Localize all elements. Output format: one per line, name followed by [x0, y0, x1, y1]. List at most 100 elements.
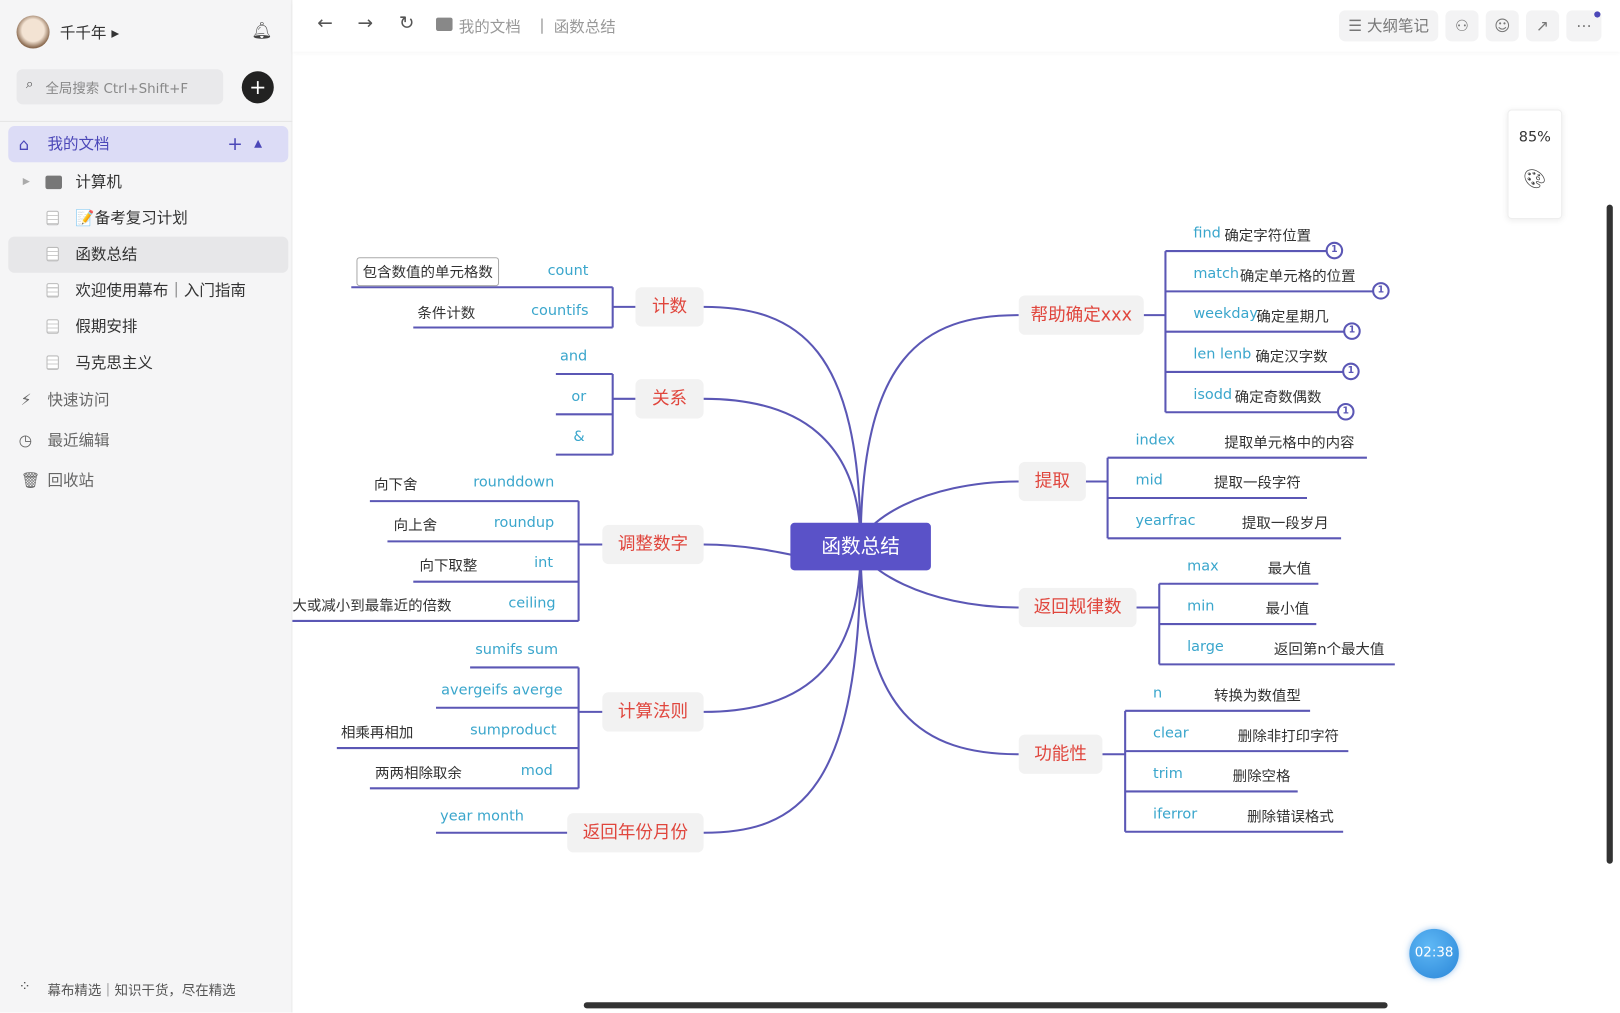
function-keyword[interactable]: count [547, 262, 589, 279]
share-icon[interactable]: ↗ [1526, 10, 1560, 42]
function-keyword[interactable]: len lenb [1193, 346, 1252, 363]
add-icon[interactable]: + [227, 133, 243, 155]
function-description[interactable]: 相乘再相加 [340, 725, 414, 742]
function-description[interactable]: 确定单元格的位置 [1239, 268, 1356, 286]
sidebar-item-quick-access[interactable]: ⚡︎快速访问 [8, 382, 288, 418]
sidebar-doc-item[interactable]: 📝备考复习计划 [8, 200, 288, 236]
function-keyword[interactable]: countifs [531, 302, 589, 320]
function-keyword[interactable]: large [1187, 638, 1224, 656]
function-keyword[interactable]: sumifs sum [475, 641, 559, 659]
branch-node[interactable]: 返回规律数 [1018, 587, 1137, 628]
folder-icon [436, 17, 453, 31]
mindmap-root-node[interactable]: 函数总结 [790, 522, 931, 571]
function-keyword[interactable]: mid [1135, 472, 1163, 489]
new-document-button[interactable]: + [241, 71, 274, 104]
user-name[interactable]: 千千年 ▸ [59, 23, 120, 43]
function-keyword[interactable]: yearfrac [1135, 512, 1196, 529]
function-keyword[interactable]: or [571, 388, 587, 406]
function-description[interactable]: 两两相除取余 [375, 765, 462, 783]
forward-icon[interactable]: → [357, 12, 374, 35]
function-keyword[interactable]: n [1153, 685, 1163, 702]
function-description[interactable]: 提取一段岁月 [1241, 515, 1329, 533]
function-description[interactable]: 大或减小到最靠近的倍数 [292, 598, 452, 615]
sidebar-doc-item[interactable]: 函数总结 [8, 236, 289, 273]
function-description[interactable]: 提取单元格中的内容 [1224, 434, 1355, 452]
function-description[interactable]: 向下取整 [419, 557, 478, 575]
function-keyword[interactable]: match [1193, 265, 1240, 283]
function-keyword[interactable]: rounddown [473, 474, 555, 491]
branch-node[interactable]: 提取 [1018, 461, 1086, 502]
note-count-badge[interactable]: 1 [1336, 402, 1355, 421]
branch-node[interactable]: 关系 [635, 379, 704, 419]
function-keyword[interactable]: isodd [1193, 386, 1233, 403]
function-description[interactable]: 提取一段字符 [1214, 475, 1301, 492]
vertical-scrollbar[interactable] [1606, 204, 1613, 864]
note-count-badge[interactable]: 1 [1325, 241, 1344, 260]
function-description[interactable]: 条件计数 [417, 305, 476, 323]
collaborate-icon[interactable]: ☺ [1485, 10, 1519, 42]
sidebar-item-folder[interactable]: ▶ 计算机 [8, 164, 288, 200]
function-description[interactable]: 确定汉字数 [1255, 349, 1328, 366]
function-keyword[interactable]: ceiling [508, 595, 556, 612]
branch-node[interactable]: 计算法则 [602, 692, 704, 732]
function-description[interactable]: 最大值 [1267, 561, 1312, 578]
note-count-badge[interactable]: 1 [1372, 282, 1390, 300]
function-keyword[interactable]: max [1187, 557, 1219, 575]
avatar[interactable] [16, 15, 50, 49]
function-keyword[interactable]: mod [520, 762, 553, 780]
function-keyword[interactable]: index [1135, 431, 1176, 449]
function-description[interactable]: 向上舍 [393, 517, 438, 535]
branch-node[interactable]: 调整数字 [602, 524, 704, 565]
function-keyword[interactable]: clear [1153, 725, 1189, 742]
function-keyword[interactable]: avergeifs averge [441, 681, 563, 699]
function-description[interactable]: 包含数值的单元格数 [356, 257, 500, 287]
breadcrumb-root[interactable]: 我的文档 [458, 17, 521, 37]
expand-arrow-icon[interactable]: ▶ [22, 176, 30, 188]
function-description[interactable]: 删除空格 [1232, 768, 1291, 786]
function-description[interactable]: 向下舍 [374, 477, 418, 494]
function-keyword[interactable]: iferror [1153, 805, 1198, 823]
sidebar-doc-item[interactable]: 欢迎使用幕布｜入门指南 [8, 273, 288, 309]
function-keyword[interactable]: sumproduct [470, 722, 557, 739]
curated-link[interactable]: 幕布精选｜知识干货，尽在精选 [47, 983, 236, 1000]
function-description[interactable]: 返回第n个最大值 [1273, 641, 1385, 659]
function-keyword[interactable]: and [559, 348, 588, 365]
timer-badge: 02:38 [1409, 928, 1459, 979]
function-keyword[interactable]: weekday [1193, 305, 1258, 323]
function-keyword[interactable]: trim [1153, 765, 1183, 783]
collapse-icon[interactable]: ▲ [254, 138, 263, 150]
function-description[interactable]: 转换为数值型 [1214, 688, 1301, 705]
sidebar-doc-item[interactable]: 马克思主义 [8, 345, 288, 381]
function-description[interactable]: 删除非打印字符 [1237, 728, 1340, 745]
function-keyword[interactable]: int [534, 554, 554, 572]
bell-icon[interactable]: 🔔︎ [251, 20, 273, 41]
mindmap-icon[interactable]: ⚇ [1445, 10, 1479, 42]
branch-node[interactable]: 返回年份月份 [567, 813, 704, 853]
back-icon[interactable]: ← [317, 12, 333, 35]
function-description[interactable]: 确定字符位置 [1224, 228, 1312, 245]
note-count-badge[interactable]: 1 [1342, 362, 1360, 381]
branch-node[interactable]: 帮助确定xxx [1018, 295, 1144, 335]
horizontal-scrollbar[interactable] [583, 1002, 1388, 1009]
branch-node[interactable]: 计数 [635, 287, 704, 327]
outline-notes-button[interactable]: ☰ 大纲笔记 [1339, 10, 1439, 42]
sidebar-doc-item[interactable]: 假期安排 [8, 309, 288, 345]
theme-palette-icon[interactable]: 🎨︎ [1523, 168, 1547, 191]
sidebar-item-trash[interactable]: 🗑︎回收站 [8, 463, 288, 499]
function-description[interactable]: 最小值 [1265, 601, 1310, 618]
note-count-badge[interactable]: 1 [1343, 322, 1361, 340]
search-input[interactable]: ⌕全局搜索 Ctrl+Shift+F [16, 69, 224, 105]
function-keyword[interactable]: year month [440, 807, 524, 825]
branch-node[interactable]: 功能性 [1018, 734, 1103, 774]
function-description[interactable]: 确定星期几 [1256, 308, 1329, 326]
function-keyword[interactable]: min [1187, 598, 1215, 615]
function-keyword[interactable]: & [573, 428, 585, 446]
sidebar-item-my-docs[interactable]: ⌂ 我的文档 + ▲ [8, 126, 289, 163]
function-keyword[interactable]: find [1193, 225, 1221, 242]
refresh-icon[interactable]: ↻ [398, 12, 415, 35]
sidebar-item-recent[interactable]: ◷最近编辑 [8, 423, 288, 459]
function-description[interactable]: 确定奇数偶数 [1234, 389, 1322, 407]
function-keyword[interactable]: roundup [493, 514, 555, 532]
zoom-level[interactable]: 85% [1518, 129, 1551, 146]
function-description[interactable]: 删除错误格式 [1247, 808, 1334, 826]
